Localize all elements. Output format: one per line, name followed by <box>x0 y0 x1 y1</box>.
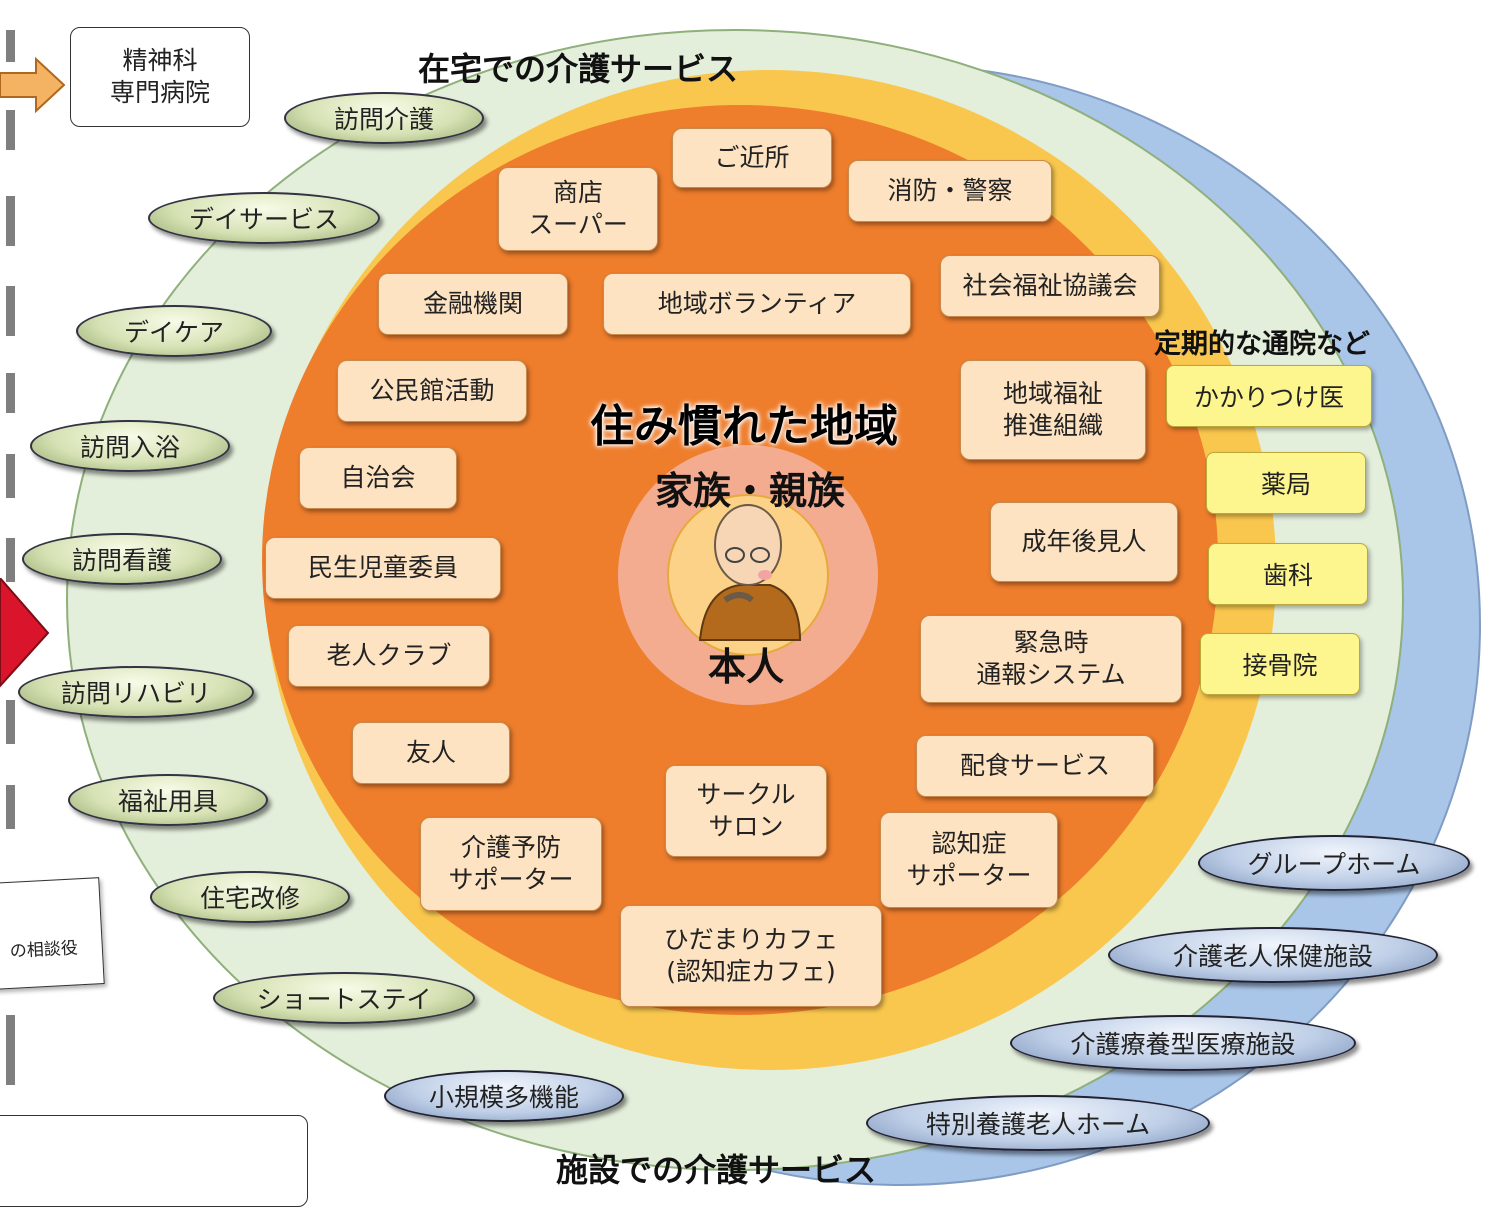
home-service-oval: ショートステイ <box>213 972 475 1024</box>
home-service-oval: 福祉用具 <box>68 774 268 826</box>
psychiatric-hospital-box: 精神科 専門病院 <box>70 27 250 127</box>
home-service-oval: 訪問リハビリ <box>18 666 254 718</box>
community-box: 民生児童委員 <box>265 537 501 599</box>
community-box: 金融機関 <box>378 273 568 335</box>
diamond-arrow-icon <box>0 578 50 688</box>
community-box: 社会福祉協議会 <box>940 255 1160 317</box>
community-box: 公民館活動 <box>337 360 527 422</box>
home-service-oval: 訪問入浴 <box>30 420 230 472</box>
facility-service-oval: 特別養護老人ホーム <box>866 1095 1210 1151</box>
divider-dash <box>6 785 15 829</box>
facility-service-oval: 介護療養型医療施設 <box>1010 1015 1356 1071</box>
community-box: ご近所 <box>672 128 832 188</box>
community-box: ひだまりカフェ (認知症カフェ) <box>620 905 882 1007</box>
divider-dash <box>6 454 15 498</box>
elderly-person-icon <box>698 504 802 641</box>
consultation-note: の相談役 <box>0 877 105 990</box>
community-box: 配食サービス <box>916 735 1154 797</box>
home-service-oval: 訪問介護 <box>284 92 484 144</box>
divider-dash <box>6 286 15 336</box>
community-box: サークル サロン <box>665 765 827 857</box>
home-service-oval: 小規模多機能 <box>384 1070 624 1122</box>
self-heading: 本人 <box>708 645 785 689</box>
divider-dash <box>6 196 15 246</box>
community-box: 老人クラブ <box>288 625 490 687</box>
community-box: 成年後見人 <box>990 502 1178 582</box>
divider-dash <box>6 538 15 582</box>
community-box: 認知症 サポーター <box>880 812 1058 908</box>
home-service-oval: 住宅改修 <box>150 871 350 923</box>
divider-dash <box>6 700 15 744</box>
consultation-note-text: の相談役 <box>9 938 79 962</box>
home-service-oval: デイケア <box>76 305 272 357</box>
community-box: 緊急時 通報システム <box>920 615 1182 703</box>
arrow-right-icon <box>0 56 66 114</box>
community-box: 商店 スーパー <box>498 167 658 251</box>
clinic-box: 薬局 <box>1206 452 1366 514</box>
home-service-oval: デイサービス <box>148 192 380 244</box>
clinic-box: かかりつけ医 <box>1166 365 1372 427</box>
community-heading: 住み慣れた地域 <box>590 401 898 452</box>
divider-dash <box>6 30 15 62</box>
family-heading: 家族・親族 <box>655 469 846 513</box>
community-box: 友人 <box>352 722 510 784</box>
home-service-oval: 訪問看護 <box>22 533 222 585</box>
divider-dash <box>6 110 15 150</box>
facility-service-oval: グループホーム <box>1198 835 1470 891</box>
community-box: 地域福祉 推進組織 <box>960 360 1146 460</box>
info-panel <box>0 1115 308 1207</box>
regular-visits-heading: 定期的な通院など <box>1154 329 1370 360</box>
facility-service-oval: 介護老人保健施設 <box>1108 927 1438 983</box>
community-box: 自治会 <box>299 447 457 509</box>
home-care-heading: 在宅での介護サービス <box>418 50 739 88</box>
community-box: 消防・警察 <box>848 160 1052 222</box>
community-box: 地域ボランティア <box>603 273 911 335</box>
clinic-box: 歯科 <box>1208 543 1368 605</box>
facility-care-heading: 施設での介護サービス <box>556 1151 877 1189</box>
divider-dash <box>6 373 15 413</box>
community-box: 介護予防 サポーター <box>420 817 602 911</box>
divider-dash <box>6 1015 15 1085</box>
clinic-box: 接骨院 <box>1200 633 1360 695</box>
